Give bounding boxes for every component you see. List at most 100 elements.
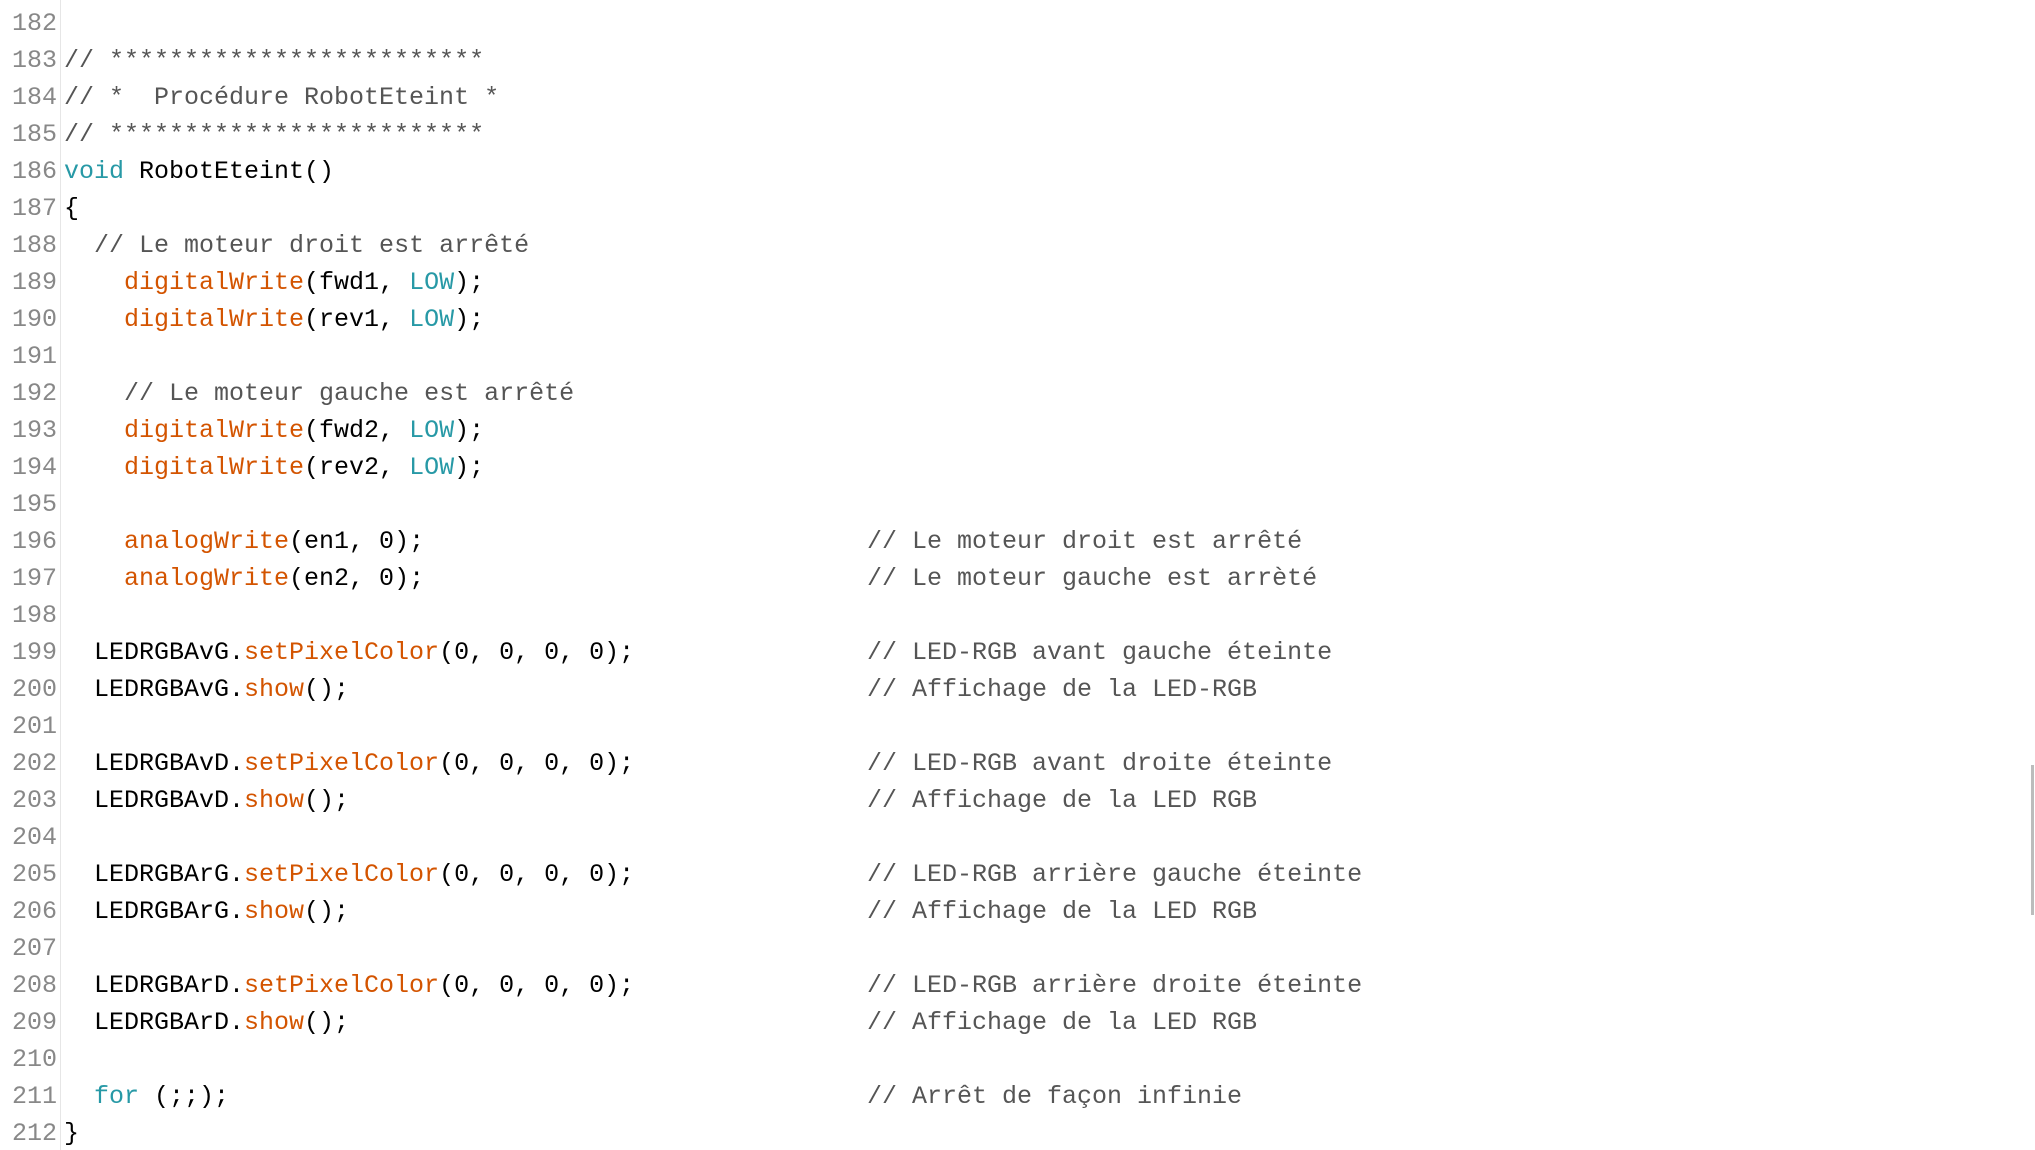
code-token xyxy=(64,268,124,297)
code-token: (en1, 0); xyxy=(289,527,425,556)
code-line[interactable]: 198 xyxy=(0,597,2000,634)
line-number: 203 xyxy=(11,786,57,815)
code-token: setPixelColor xyxy=(244,971,440,1000)
inline-comment: // Arrêt de façon infinie xyxy=(867,1082,1243,1111)
line-number: 192 xyxy=(11,379,57,408)
line-number: 209 xyxy=(11,1008,57,1037)
line-number: 208 xyxy=(11,971,57,1000)
line-number: 210 xyxy=(11,1045,57,1074)
code-line[interactable]: 192 // Le moteur gauche est arrêté xyxy=(0,375,2000,412)
code-token: digitalWrite xyxy=(124,305,305,334)
code-text: // ************************* xyxy=(64,42,484,79)
line-number: 200 xyxy=(11,675,57,704)
code-line[interactable]: 190 digitalWrite(rev1, LOW); xyxy=(0,301,2000,338)
code-token: (fwd1, xyxy=(304,268,410,297)
line-number: 182 xyxy=(11,9,57,38)
code-text: { xyxy=(64,190,79,227)
code-line[interactable]: 205 LEDRGBArG.setPixelColor(0, 0, 0, 0);… xyxy=(0,856,2000,893)
line-number: 198 xyxy=(11,601,57,630)
inline-comment: // Affichage de la LED RGB xyxy=(867,897,1258,926)
code-line[interactable]: 193 digitalWrite(fwd2, LOW); xyxy=(0,412,2000,449)
inline-comment: // Le moteur droit est arrêté xyxy=(867,527,1303,556)
inline-comment: // Affichage de la LED RGB xyxy=(867,1008,1258,1037)
code-line[interactable]: 191 xyxy=(0,338,2000,375)
code-token: digitalWrite xyxy=(124,268,305,297)
code-line[interactable]: 208 LEDRGBArD.setPixelColor(0, 0, 0, 0);… xyxy=(0,967,2000,1004)
code-token xyxy=(64,453,124,482)
code-line[interactable]: 188 // Le moteur droit est arrêté xyxy=(0,227,2000,264)
code-text: digitalWrite(fwd1, LOW); xyxy=(64,264,484,301)
code-line[interactable]: 196 analogWrite(en1, 0); // Le moteur dro… xyxy=(0,523,2000,560)
code-text: } xyxy=(64,1115,79,1150)
code-text: LEDRGBArG.show(); xyxy=(64,893,349,930)
code-token xyxy=(64,1082,94,1111)
code-token: show xyxy=(244,675,305,704)
code-line[interactable]: 185// ************************* xyxy=(0,116,2000,153)
code-token: LEDRGBAvG. xyxy=(64,675,245,704)
code-line[interactable]: 187{ xyxy=(0,190,2000,227)
code-token: setPixelColor xyxy=(244,860,440,889)
code-token: } xyxy=(64,1119,80,1148)
code-line[interactable]: 199 LEDRGBAvG.setPixelColor(0, 0, 0, 0);… xyxy=(0,634,2000,671)
code-line[interactable]: 200 LEDRGBAvG.show();// Affichage de la … xyxy=(0,671,2000,708)
code-line[interactable]: 197 analogWrite(en2, 0);// Le moteur gau… xyxy=(0,560,2000,597)
code-token: LEDRGBArD. xyxy=(64,971,245,1000)
code-text: // ************************* xyxy=(64,116,484,153)
code-line[interactable]: 209 LEDRGBArD.show();// Affichage de la … xyxy=(0,1004,2000,1041)
line-number: 194 xyxy=(11,453,57,482)
code-text: analogWrite(en2, 0); xyxy=(64,560,424,597)
code-line[interactable]: 212} xyxy=(0,1115,2000,1150)
code-token xyxy=(64,564,124,593)
line-number: 185 xyxy=(11,120,57,149)
line-number: 204 xyxy=(11,823,57,852)
line-number: 190 xyxy=(11,305,57,334)
code-line[interactable]: 195 xyxy=(0,486,2000,523)
code-token: analogWrite xyxy=(124,527,290,556)
code-token: show xyxy=(244,1008,305,1037)
code-line[interactable]: 183// ************************* xyxy=(0,42,2000,79)
code-line[interactable]: 184// * Procédure RobotEteint * xyxy=(0,79,2000,116)
code-token: (0, 0, 0, 0); xyxy=(439,638,635,667)
code-area[interactable]: 182 183// *************************184// … xyxy=(0,5,2000,1150)
code-token: void xyxy=(64,157,125,186)
code-text: void RobotEteint() xyxy=(64,153,334,190)
code-token: // * Procédure RobotEteint * xyxy=(64,83,500,112)
code-line[interactable]: 207 xyxy=(0,930,2000,967)
line-number: 196 xyxy=(11,527,57,556)
code-token: show xyxy=(244,786,305,815)
code-text: LEDRGBAvD.show(); xyxy=(64,782,349,819)
line-number: 205 xyxy=(11,860,57,889)
code-line[interactable]: 182 xyxy=(0,5,2000,42)
code-line[interactable]: 210 xyxy=(0,1041,2000,1078)
code-token: // ************************* xyxy=(64,120,485,149)
code-line[interactable]: 206 LEDRGBArG.show();// Affichage de la … xyxy=(0,893,2000,930)
code-line[interactable]: 194 digitalWrite(rev2, LOW); xyxy=(0,449,2000,486)
code-token: // Le moteur gauche est arrêté xyxy=(124,379,575,408)
code-token: ); xyxy=(454,305,485,334)
line-number: 195 xyxy=(11,490,57,519)
code-line[interactable]: 204 xyxy=(0,819,2000,856)
code-token: // Le moteur droit est arrêté xyxy=(94,231,530,260)
code-text: digitalWrite(fwd2, LOW); xyxy=(64,412,484,449)
code-line[interactable]: 211 for (;;);// Arrêt de façon infinie xyxy=(0,1078,2000,1115)
code-line[interactable]: 201 xyxy=(0,708,2000,745)
line-number: 191 xyxy=(11,342,57,371)
code-token xyxy=(64,527,124,556)
line-number: 189 xyxy=(11,268,57,297)
line-number: 211 xyxy=(11,1082,57,1111)
code-text: analogWrite(en1, 0); xyxy=(64,523,424,560)
code-token: LOW xyxy=(409,268,455,297)
code-line[interactable]: 202 LEDRGBAvD.setPixelColor(0, 0, 0, 0);… xyxy=(0,745,2000,782)
line-number: 187 xyxy=(11,194,57,223)
code-token: (0, 0, 0, 0); xyxy=(439,860,635,889)
code-line[interactable]: 189 digitalWrite(fwd1, LOW); xyxy=(0,264,2000,301)
code-token: (fwd2, xyxy=(304,416,410,445)
code-token: setPixelColor xyxy=(244,638,440,667)
code-token: digitalWrite xyxy=(124,453,305,482)
code-token: for xyxy=(94,1082,140,1111)
code-line[interactable]: 203 LEDRGBAvD.show();// Affichage de la … xyxy=(0,782,2000,819)
code-text: // Le moteur droit est arrêté xyxy=(64,227,529,264)
scrollbar-thumb[interactable] xyxy=(2031,765,2034,915)
